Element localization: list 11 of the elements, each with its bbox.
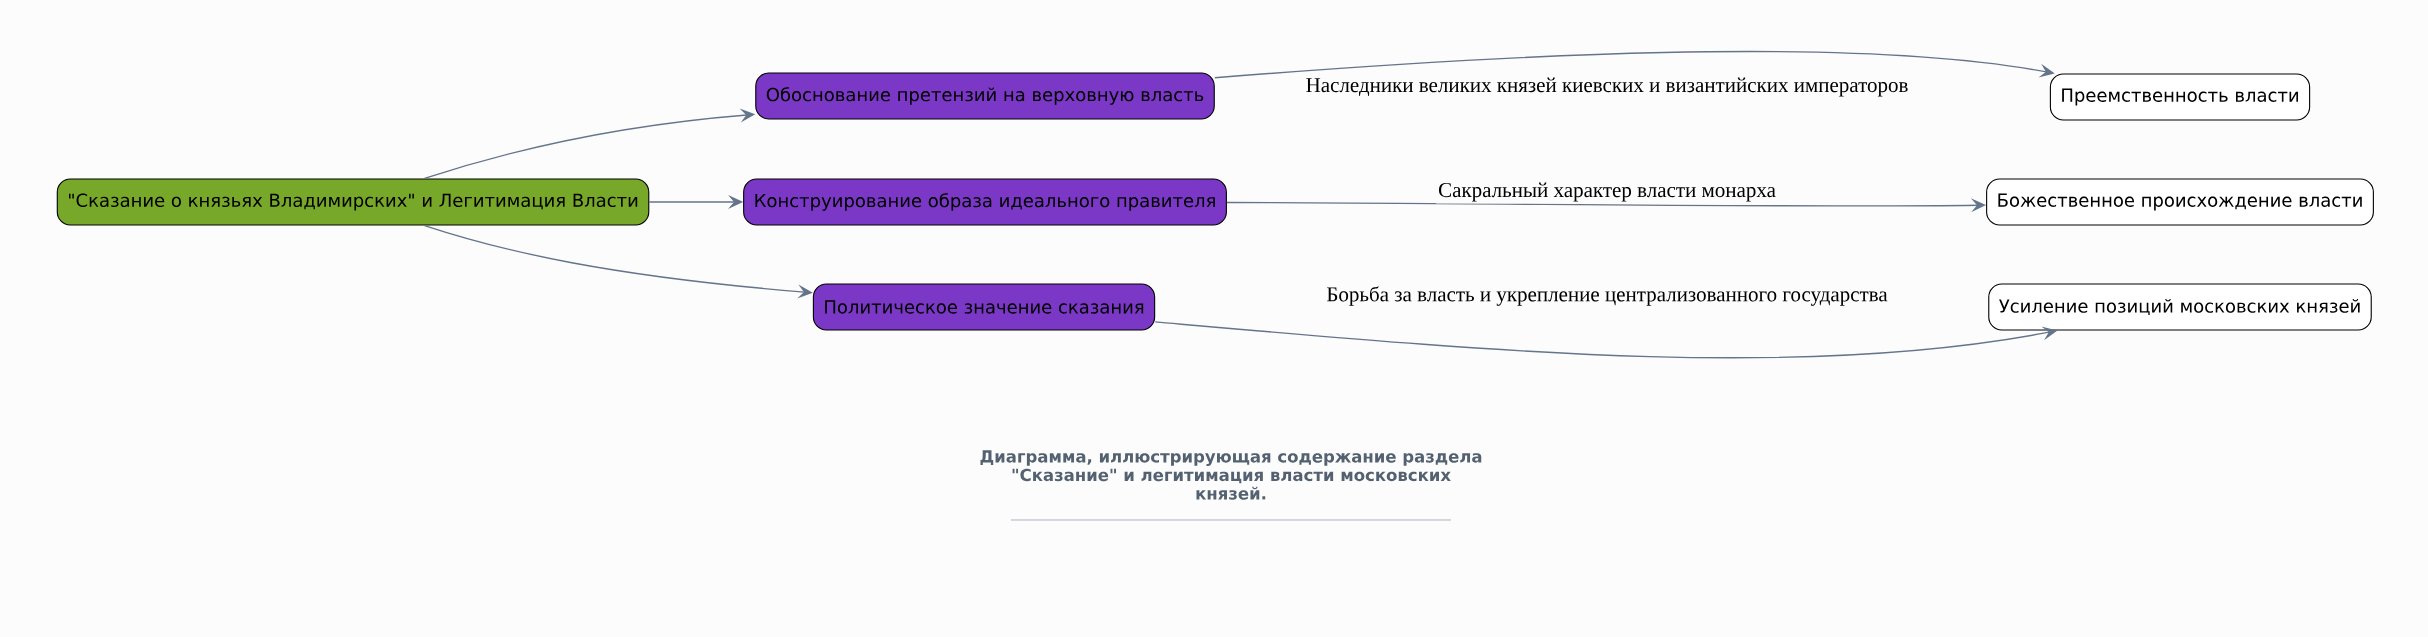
main-box: "Сказание о князьях Владимирских" и Легитимация Власти (56, 178, 650, 226)
outcome-box: Преемственность власти (2049, 73, 2311, 121)
subtopic-box: Конструирование образа идеального правителя (743, 178, 1227, 226)
edge-label: Сакральный характер власти монарха (1436, 180, 1778, 204)
edge-label: Наследники великих князей киевских и византийских императоров (1303, 75, 1911, 99)
outcome-box: Божественное происхождение власти (1986, 178, 2374, 226)
subtopic-box: Политическое значение сказания (812, 283, 1156, 331)
edge-label: Борьба за власть и укрепление централизованного государства (1324, 284, 1890, 308)
subtopic-box: Обоснование претензий на верховную власть (755, 72, 1215, 120)
outcome-box: Усиление позиций московских князей (1988, 283, 2372, 331)
caption: Диаграмма, иллюстрирующая содержание раздела "Сказание" и легитимация власти московских князей. (980, 450, 1482, 500)
